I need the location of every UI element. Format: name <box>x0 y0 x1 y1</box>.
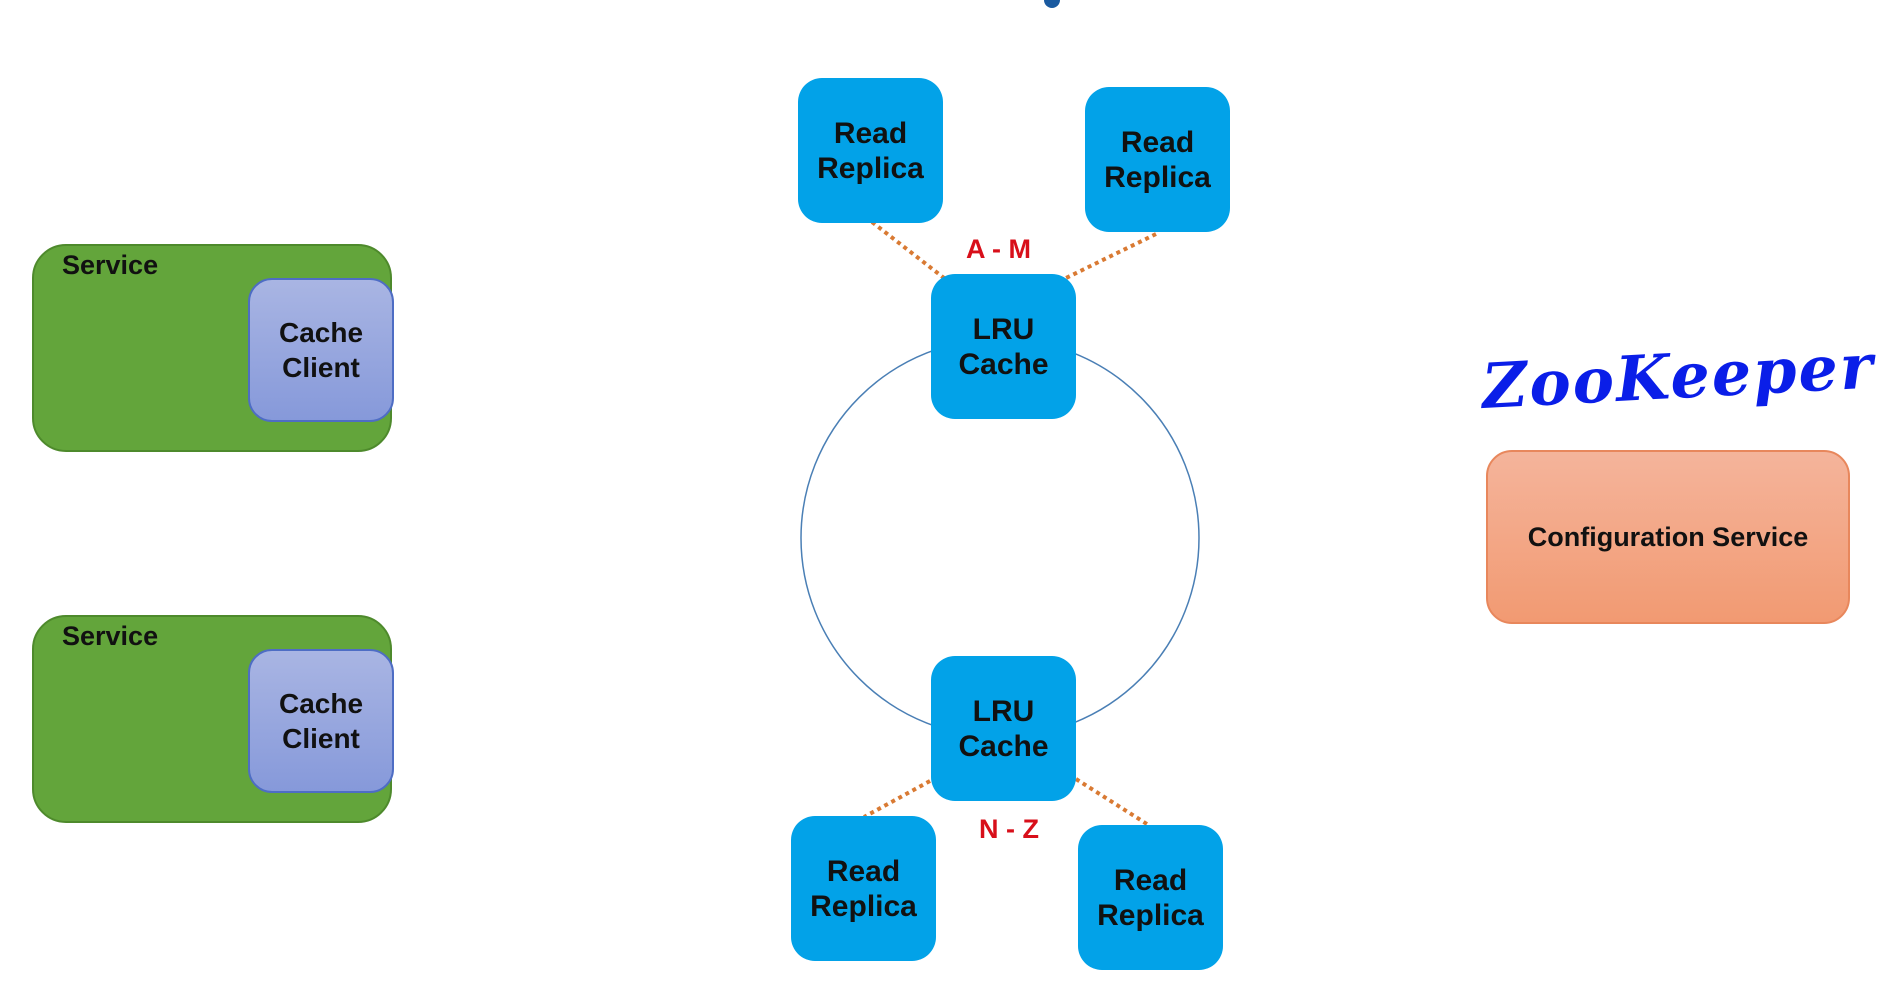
range-label-a-m: A - M <box>966 234 1031 264</box>
lru-cache-line2: Cache <box>958 347 1049 381</box>
replica-line2: Replica <box>1097 898 1204 932</box>
service-box-2: Service Cache Client <box>32 615 394 823</box>
link-replica-3 <box>863 779 931 819</box>
replica-line2: Replica <box>817 151 924 185</box>
read-replica-3: Read Replica <box>791 816 936 961</box>
replica-line2: Replica <box>810 889 917 923</box>
service-box-1: Service Cache Client <box>32 244 394 452</box>
link-replica-4 <box>1074 777 1152 828</box>
configuration-service-label: Configuration Service <box>1527 521 1809 552</box>
service-label: Service <box>62 621 159 651</box>
read-replica-2: Read Replica <box>1085 87 1230 232</box>
replica-line1: Read <box>1120 125 1195 159</box>
cache-client-line2: Client <box>282 723 360 754</box>
lru-cache-line2: Cache <box>958 729 1049 763</box>
service-label: Service <box>62 250 159 280</box>
cache-client-line1: Cache <box>278 317 364 348</box>
title-fragment <box>1044 0 1060 8</box>
read-replica-4: Read Replica <box>1078 825 1223 970</box>
lru-cache-line1: LRU <box>972 694 1035 728</box>
replica-line2: Replica <box>1104 160 1211 194</box>
cache-client-2: Cache Client <box>248 649 394 793</box>
replica-line1: Read <box>1113 863 1188 897</box>
link-replica-2 <box>1065 232 1157 280</box>
cache-client-1: Cache Client <box>248 278 394 422</box>
lru-cache-2: LRU Cache <box>931 656 1076 801</box>
replica-line1: Read <box>826 854 901 888</box>
configuration-service: Configuration Service <box>1486 450 1850 624</box>
lru-cache-1: LRU Cache <box>931 274 1076 419</box>
link-replica-1 <box>870 220 946 280</box>
cache-client-line1: Cache <box>278 688 364 719</box>
read-replica-1: Read Replica <box>798 78 943 223</box>
range-label-n-z: N - Z <box>979 814 1039 844</box>
replica-line1: Read <box>833 116 908 150</box>
cache-client-line2: Client <box>282 352 360 383</box>
lru-cache-line1: LRU <box>972 312 1035 346</box>
